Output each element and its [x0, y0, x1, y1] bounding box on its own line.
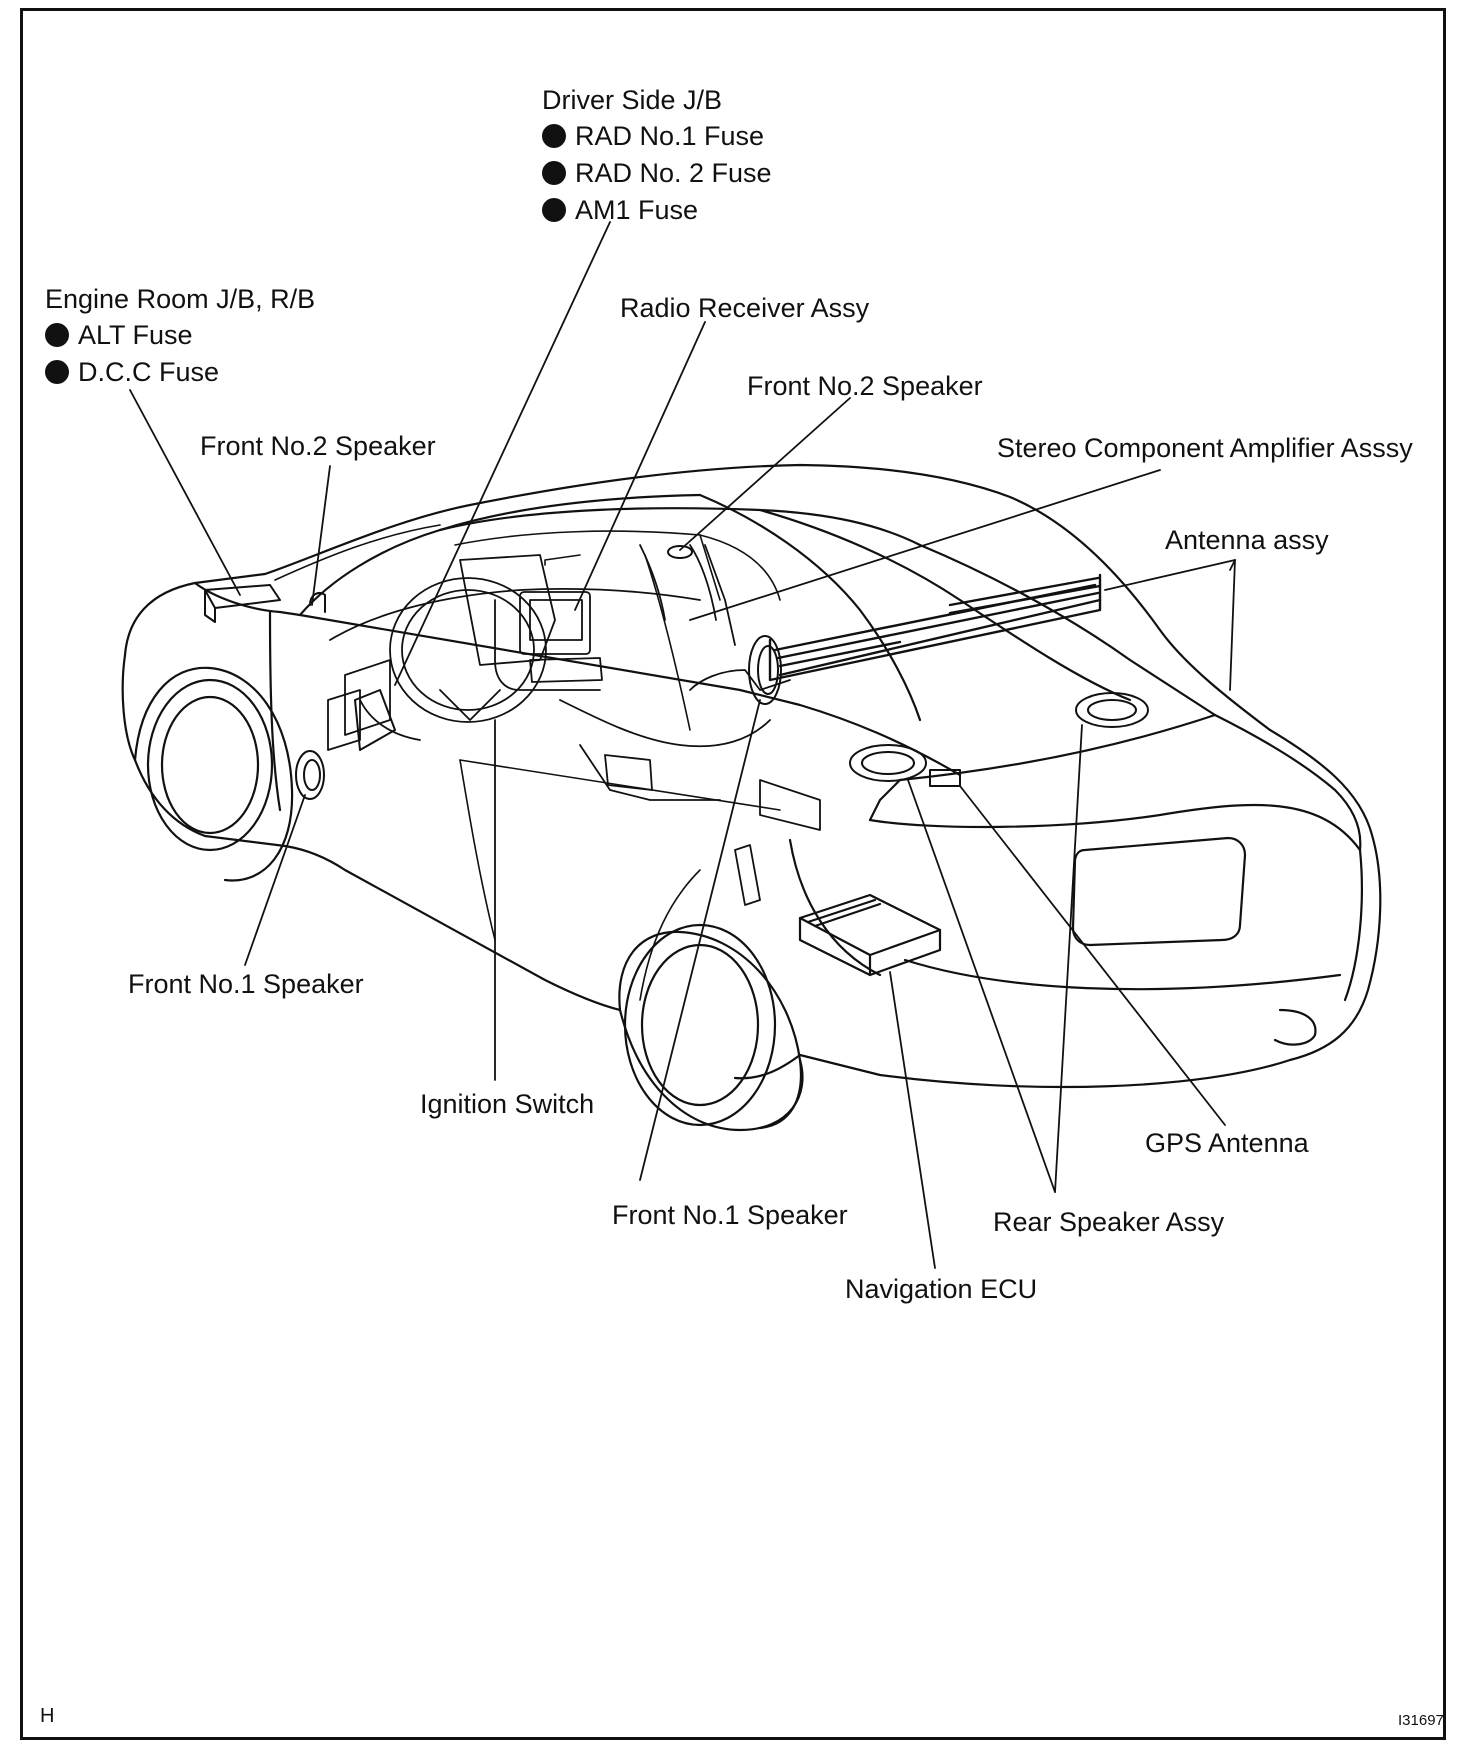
corner-letter: H [40, 1705, 55, 1727]
figure-code: I31697 [1398, 1712, 1444, 1729]
rear-shelf-grille [768, 573, 1102, 682]
rear-speaker-label: Rear Speaker Assy [993, 1207, 1225, 1237]
gps-antenna-label: GPS Antenna [1145, 1128, 1309, 1158]
alt-fuse-label: ALT Fuse [45, 319, 193, 351]
front-wheel [133, 666, 294, 882]
interior [327, 544, 821, 906]
ignition-switch-label: Ignition Switch [420, 1089, 595, 1119]
am1-fuse-label: AM1 Fuse [542, 194, 698, 226]
dcc-fuse-label: D.C.C Fuse [45, 356, 219, 388]
rear-wheel [618, 923, 804, 1132]
front-no2-speaker-right-label: Front No.2 Speaker [747, 371, 983, 401]
radio-receiver-label: Radio Receiver Assy [620, 293, 870, 323]
bullet-dot-icon [45, 323, 69, 347]
engine-room-jb-box [204, 584, 281, 623]
bullet-dot-icon [542, 161, 566, 185]
bullet-dot-icon [45, 360, 69, 384]
navigation-ecu-box [798, 893, 942, 977]
rad-no1-fuse-label: RAD No.1 Fuse [542, 120, 764, 152]
front-no1-speaker-left-label: Front No.1 Speaker [128, 969, 364, 999]
rad-no2-fuse-label: RAD No. 2 Fuse [542, 157, 772, 189]
bullet-dot-icon [542, 124, 566, 148]
front-no2-speaker-left-label: Front No.2 Speaker [200, 431, 436, 461]
engine-room-jb-title: Engine Room J/B, R/B [45, 284, 316, 314]
antenna-label: Antenna assy [1165, 525, 1329, 555]
bullet-dot-icon [542, 198, 566, 222]
window-lines [274, 524, 781, 1001]
stereo-amplifier-label: Stereo Component Amplifier Asssy [997, 433, 1413, 463]
speakers [295, 545, 1149, 800]
car-body [121, 463, 1382, 1089]
navigation-ecu-label: Navigation ECU [845, 1274, 1038, 1304]
gps-antenna-module [929, 769, 961, 787]
driver-side-jb-title: Driver Side J/B [542, 85, 723, 115]
leader-lines [129, 221, 1236, 1269]
front-no1-speaker-bottom-label: Front No.1 Speaker [612, 1200, 848, 1230]
